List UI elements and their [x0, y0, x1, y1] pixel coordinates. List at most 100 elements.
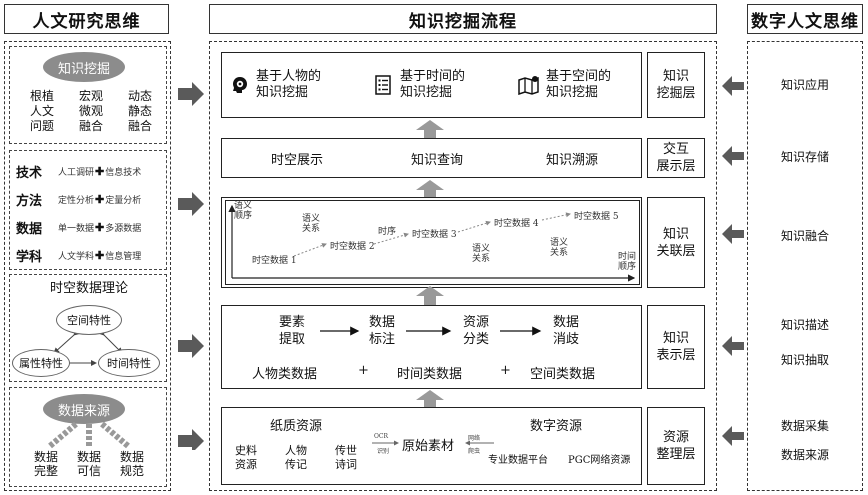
right-item: 知识融合: [780, 229, 829, 243]
y-axis-label: 语义 顺序: [234, 201, 253, 221]
display-layer-label: 交互 展示层: [647, 138, 705, 178]
process-step: 要素 提取: [278, 315, 305, 347]
semantic-relation-label: 语义 关系: [472, 244, 491, 264]
paper-item: 史料 资源: [235, 444, 257, 471]
network-label: 网络: [468, 435, 481, 442]
right-item: 数据来源: [780, 448, 829, 462]
dimension-row: 技术 人工调研 ✚ 信息技术: [16, 157, 164, 185]
digital-resource-title: 数字资源: [530, 419, 583, 434]
relation-node: 时空数据 4: [494, 219, 539, 229]
right-item: 知识存储: [780, 150, 829, 164]
plus-icon: ✚: [95, 192, 105, 206]
digital-item: 专业数据平台: [488, 455, 548, 466]
left-arrow-icon: [722, 146, 744, 166]
dimension-label: 技术: [16, 165, 43, 181]
dimension-b: 信息管理: [105, 251, 142, 262]
mining-grid-cell: 融合: [127, 119, 152, 133]
dimension-b: 多源数据: [105, 223, 142, 234]
time-order-label: 时序: [378, 227, 397, 237]
up-arrow-icon: [416, 180, 444, 197]
plus-icon: ✚: [95, 220, 105, 234]
relation-node: 时空数据 1: [252, 256, 297, 266]
mining-grid-cell: 人文: [30, 104, 55, 118]
dimension-row: 数据 单一数据 ✚ 多源数据: [16, 213, 164, 241]
theory-title: 时空数据理论: [49, 280, 128, 296]
time-feature-node: 时间特性: [98, 349, 160, 377]
data-source-item: 数据 可信: [76, 450, 101, 478]
layer-flow-arrows: [416, 120, 444, 407]
dimension-label: 数据: [16, 221, 43, 237]
right-arrow-icon: [178, 82, 204, 106]
plus-icon: ✚: [95, 164, 105, 178]
semantic-relation-label: 语义 关系: [302, 214, 321, 234]
resource-arrows: [372, 440, 494, 446]
ocr-label: OCR: [374, 433, 389, 440]
mining-grid-cell: 宏观: [78, 89, 103, 103]
dimension-a: 人工调研: [58, 167, 95, 178]
process-step: 资源 分类: [462, 315, 489, 347]
semantic-relation-label: 语义 关系: [550, 238, 569, 258]
up-arrow-icon: [416, 286, 444, 305]
center-header: 知识挖掘流程: [209, 4, 717, 34]
paper-item: 传世 诗词: [335, 444, 357, 471]
raw-material: 原始素材: [402, 439, 455, 454]
right-arrow-icon: [178, 334, 204, 358]
up-arrow-icon: [416, 390, 444, 407]
right-item: 知识应用: [780, 78, 829, 92]
data-source-ellipse: 数据来源: [43, 394, 125, 424]
resource-layer-label: 资源 整理层: [647, 407, 705, 485]
crawler-label: 爬虫: [468, 448, 481, 455]
left-dimensions-panel: 技术 人工调研 ✚ 信息技术 方法 定性分析 ✚ 定量分析 数据 单一数据 ✚ …: [9, 150, 167, 270]
data-source-item: 数据 完整: [33, 450, 58, 478]
representation-layer-box: 要素 提取 数据 标注 资源 分类 数据 消歧 人物类数据 + 时间类数据 + …: [221, 305, 642, 389]
left-to-center-arrows: [178, 82, 204, 450]
process-step: 数据 标注: [368, 315, 395, 347]
relation-layer-box: 语义 顺序 时间 顺序 时空数据 1 时空数据 2 时空数据 3 时空数据 4 …: [221, 197, 642, 288]
mining-grid-cell: 问题: [30, 119, 55, 133]
left-theory-panel: 时空数据理论 空间特性 属性特性 时间特性: [9, 274, 167, 382]
space-feature-node: 空间特性: [56, 305, 122, 335]
dimension-row: 学科 人文学科 ✚ 信息管理: [16, 241, 164, 269]
paper-resource-title: 纸质资源: [270, 419, 323, 434]
left-arrow-icon: [722, 336, 744, 356]
process-step: 数据 消歧: [552, 315, 579, 347]
mining-grid-cell: 融合: [78, 119, 103, 133]
display-layer-box: 时空展示 知识查询 知识溯源: [221, 138, 642, 178]
display-item: 时空展示: [270, 153, 323, 168]
display-item: 知识溯源: [545, 153, 598, 168]
digital-item: PGC网络资源: [568, 455, 631, 466]
mining-grid: 根植 宏观 动态 人文 微观 静态 问题 融合 融合: [30, 89, 152, 141]
up-arrow-icon: [416, 120, 444, 138]
mining-layer-label: 知识 挖掘层: [647, 52, 705, 118]
recognition-label: 识别: [377, 448, 390, 455]
time-mining-item: 基于时间的 知识挖掘: [374, 69, 499, 101]
x-axis-label: 时间 顺序: [618, 252, 637, 272]
time-data-type: 时间类数据: [397, 367, 463, 382]
right-header: 数字人文思维: [747, 4, 863, 34]
knowledge-mining-ellipse: 知识挖掘: [43, 52, 125, 82]
dimension-label: 方法: [16, 193, 43, 209]
space-mining-item: 基于空间的 知识挖掘: [518, 69, 643, 101]
dimension-b: 信息技术: [105, 167, 142, 178]
relation-node: 时空数据 2: [330, 242, 375, 252]
left-column: [4, 41, 171, 491]
left-arrow-icon: [722, 426, 744, 446]
map-icon: [518, 76, 539, 95]
display-item: 知识查询: [410, 153, 463, 168]
plus-sign: +: [358, 363, 369, 378]
attribute-feature-node: 属性特性: [12, 349, 70, 377]
left-knowledge-mining-panel: 知识挖掘 根植 宏观 动态 人文 微观 静态 问题 融合 融合: [9, 46, 167, 144]
mining-layer-box: 基于人物的 知识挖掘 基于时间的 知识挖掘 基于空间的 知识挖掘: [221, 52, 642, 118]
person-mining-item: 基于人物的 知识挖掘: [230, 69, 355, 101]
person-data-type: 人物类数据: [252, 367, 318, 382]
list-icon: [375, 75, 391, 95]
left-header: 人文研究思维: [4, 4, 169, 34]
relation-node: 时空数据 5: [574, 212, 619, 222]
right-arrow-icon: [178, 192, 204, 216]
right-to-center-arrows: [722, 76, 744, 446]
plus-icon: ✚: [95, 248, 105, 262]
space-data-type: 空间类数据: [530, 367, 596, 382]
mining-grid-cell: 根植: [30, 89, 55, 103]
right-item: 知识描述: [780, 318, 829, 332]
relation-layer-label: 知识 关联层: [647, 197, 705, 288]
